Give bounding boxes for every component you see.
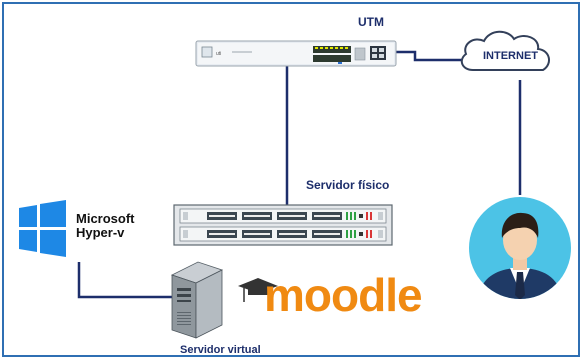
graduation-cap-icon xyxy=(238,278,278,302)
svg-text:uti: uti xyxy=(216,51,221,57)
rack-server-icon xyxy=(173,204,393,246)
internet-label: INTERNET xyxy=(483,50,538,62)
connector-hyperv-servidor-virtual xyxy=(77,262,172,299)
hyperv-label-line2: Hyper-v xyxy=(76,225,125,240)
servidor-virtual-label: Servidor virtual xyxy=(180,344,261,356)
utm-label: UTM xyxy=(358,15,384,29)
diagram-frame xyxy=(2,2,580,357)
connector-utm-internet xyxy=(388,50,470,62)
connectors xyxy=(77,50,522,299)
moodle-logo-text: moodle xyxy=(264,269,423,321)
cloud-icon xyxy=(460,30,550,71)
network-switch-icon: uti xyxy=(195,40,397,67)
servidor-fisico-label: Servidor físico xyxy=(306,178,390,192)
hyperv-label-line1: Microsoft xyxy=(76,211,135,226)
tower-server-icon xyxy=(170,261,224,339)
windows-logo-icon xyxy=(19,200,66,257)
user-avatar-icon xyxy=(469,197,571,299)
hyperv-label: Microsoft Hyper-v xyxy=(76,212,135,240)
